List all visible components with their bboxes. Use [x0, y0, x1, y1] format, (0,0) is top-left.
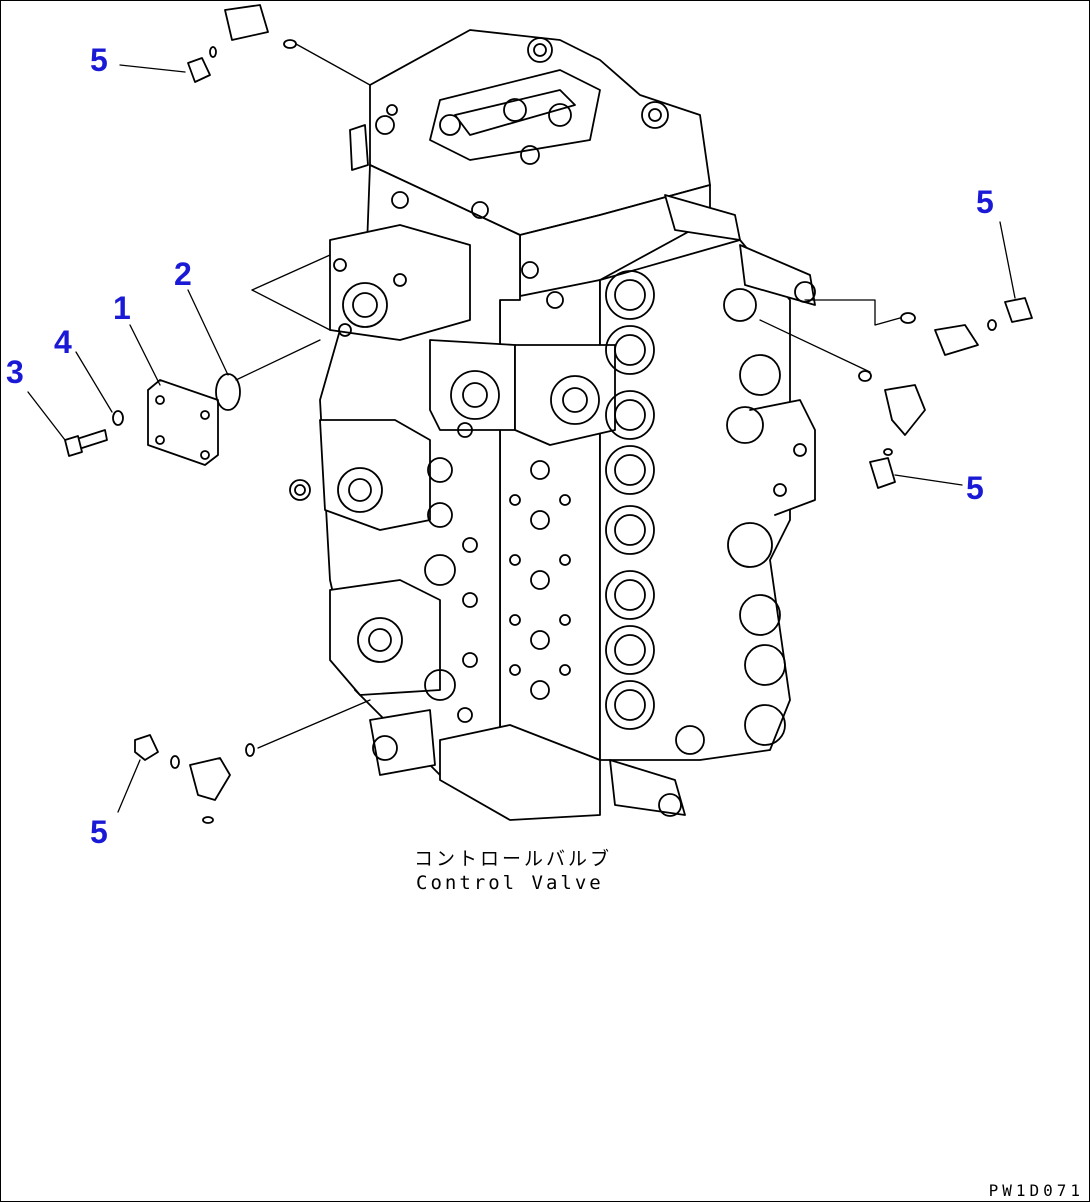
caption-english: Control Valve	[416, 872, 604, 894]
callout-5: 5	[90, 42, 108, 78]
center-port-holes	[391, 191, 571, 700]
callout-5: 5	[966, 470, 984, 506]
callout-5: 5	[976, 184, 994, 220]
right-spool-caps	[605, 270, 807, 755]
left-flanges	[289, 224, 616, 776]
top-cover-details	[349, 37, 669, 171]
body-fittings	[609, 194, 816, 817]
callout-4: 4	[54, 324, 72, 360]
exploded-parts-right	[858, 297, 1033, 489]
callout-5: 5	[90, 814, 108, 850]
callout-1: 1	[113, 290, 131, 326]
caption-japanese: コントロールバルブ	[414, 848, 613, 870]
callout-3: 3	[6, 354, 24, 390]
leader-lines	[27, 43, 1016, 813]
exploded-parts-left	[64, 4, 297, 824]
drawing-id: PW1D071	[988, 1181, 1084, 1200]
callout-2: 2	[174, 256, 192, 292]
